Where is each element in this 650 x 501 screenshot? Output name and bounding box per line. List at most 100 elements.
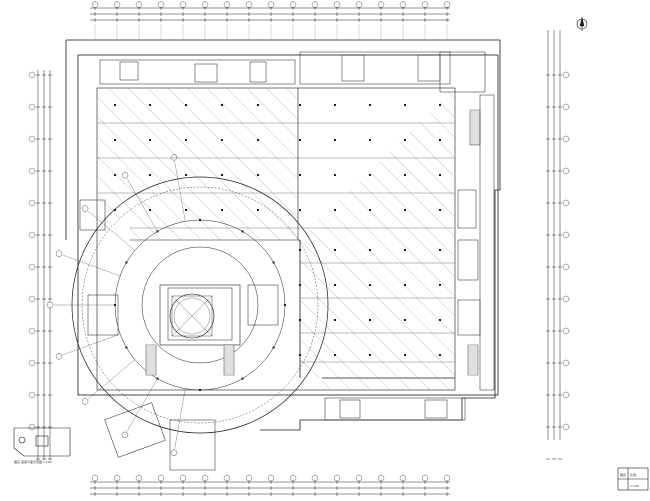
column — [257, 209, 259, 211]
grid-bubble — [562, 103, 570, 111]
grid-bubble — [562, 327, 570, 335]
grid-bubble — [179, 1, 187, 8]
grid-bubble — [46, 301, 54, 309]
service-rooms-bottom — [104, 397, 466, 471]
column — [185, 139, 187, 141]
column — [149, 104, 151, 106]
column — [257, 104, 259, 106]
key-plan — [13, 427, 71, 457]
column — [125, 261, 128, 264]
grid-bubble — [28, 295, 36, 303]
hatched-sales-floor — [97, 88, 455, 390]
column — [334, 104, 336, 106]
column — [284, 304, 286, 306]
column — [199, 389, 201, 391]
grid-bubble — [28, 231, 36, 239]
grid-bubble — [28, 135, 36, 143]
structural-columns — [114, 104, 441, 391]
grid-bubble — [443, 474, 451, 482]
radial-grid-line — [126, 378, 158, 432]
grid-bubble — [421, 1, 429, 8]
grid-bubble — [201, 1, 209, 8]
escalator-steps — [146, 111, 480, 374]
dimension-lines — [37, 7, 561, 495]
service-rooms-top — [99, 51, 486, 93]
column — [185, 174, 187, 176]
grid-bubble — [443, 1, 451, 8]
column — [404, 209, 406, 211]
column — [125, 346, 128, 349]
grid-bubble — [28, 71, 36, 79]
column — [149, 139, 151, 141]
dimension-ticks — [36, 6, 562, 496]
column — [299, 139, 301, 141]
grid-bubble — [562, 263, 570, 271]
column — [369, 209, 371, 211]
column — [114, 104, 116, 106]
grid-bubble — [267, 1, 275, 8]
column — [439, 284, 441, 286]
grid-bubble — [81, 398, 89, 405]
service-rooms-left — [79, 199, 279, 336]
column — [404, 354, 406, 356]
grid-bubble — [562, 71, 570, 79]
grid-bubble — [562, 295, 570, 303]
column — [439, 174, 441, 176]
column — [334, 139, 336, 141]
grid-bubble — [289, 1, 297, 8]
column — [199, 219, 201, 221]
grid-bubble — [562, 135, 570, 143]
grid-bubble — [421, 474, 429, 482]
column — [299, 354, 301, 356]
column — [299, 174, 301, 176]
grid-bubble — [562, 167, 570, 175]
column — [149, 174, 151, 176]
grid-bubble — [55, 250, 63, 257]
north-arrow-icon — [576, 17, 588, 31]
column — [404, 104, 406, 106]
grid-bubble — [245, 474, 253, 482]
grid-bubble — [28, 391, 36, 399]
column — [334, 319, 336, 321]
grid-bubble — [355, 1, 363, 8]
column — [221, 209, 223, 211]
column — [334, 209, 336, 211]
column — [334, 174, 336, 176]
grid-bubble — [28, 167, 36, 175]
title-block-cell-1: 图名 — [620, 472, 626, 477]
grid-bubble — [562, 231, 570, 239]
service-rooms-right — [457, 94, 495, 391]
grid-bubble — [81, 205, 89, 212]
grid-bubble — [333, 474, 341, 482]
column — [369, 354, 371, 356]
grid-bubble — [28, 199, 36, 207]
title-block-cell-2: 比例 — [630, 472, 636, 477]
column — [439, 354, 441, 356]
grid-bubble — [562, 391, 570, 399]
column — [114, 209, 116, 211]
grid-bubble — [170, 449, 178, 456]
grid-bubble — [399, 1, 407, 8]
column — [404, 174, 406, 176]
grid-bubble — [28, 263, 36, 271]
grid-bubble — [289, 474, 297, 482]
column — [257, 139, 259, 141]
grid-bubble — [113, 474, 121, 482]
column — [369, 319, 371, 321]
column — [149, 209, 151, 211]
column-grid-bubbles — [28, 1, 570, 482]
grid-bubble — [135, 1, 143, 8]
grid-bubble — [245, 1, 253, 8]
column — [185, 209, 187, 211]
column — [404, 284, 406, 286]
column — [404, 319, 406, 321]
column — [439, 104, 441, 106]
grid-bubble — [157, 474, 165, 482]
grid-bubble — [267, 474, 275, 482]
column — [369, 284, 371, 286]
column — [272, 346, 275, 349]
grid-bubble — [562, 423, 570, 431]
column — [439, 249, 441, 251]
radial-grid-line — [62, 333, 121, 356]
